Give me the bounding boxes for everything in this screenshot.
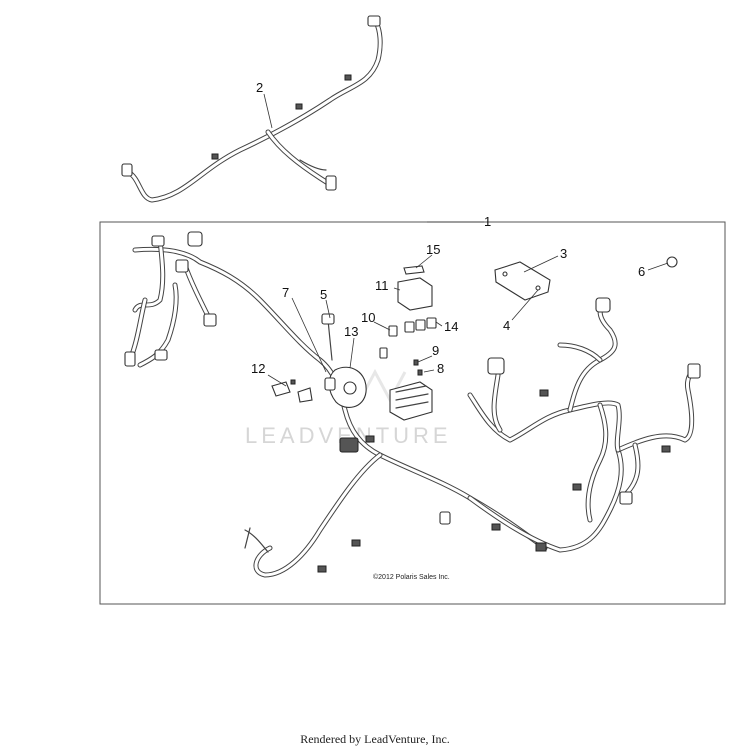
footer-credit: Rendered by LeadVenture, Inc. bbox=[300, 732, 450, 746]
leader-6 bbox=[647, 262, 669, 271]
fuse-holder-part-14[interactable] bbox=[404, 317, 437, 333]
leader-10 bbox=[373, 321, 391, 331]
connector-part-13[interactable] bbox=[379, 347, 388, 359]
leader-2 bbox=[263, 93, 273, 129]
fuse-part-10[interactable] bbox=[388, 325, 398, 337]
clip-part-12[interactable] bbox=[271, 379, 313, 403]
leader-3 bbox=[523, 255, 559, 273]
grommet-part-6[interactable] bbox=[666, 256, 678, 268]
callout-6: 6 bbox=[638, 264, 645, 279]
callout-2: 2 bbox=[256, 80, 263, 95]
callout-15: 15 bbox=[426, 242, 440, 257]
bracket-part-3[interactable] bbox=[494, 261, 551, 301]
callout-4: 4 bbox=[503, 318, 510, 333]
harness-part-2[interactable] bbox=[121, 15, 383, 203]
leader-9 bbox=[417, 355, 433, 363]
leader-7 bbox=[291, 297, 327, 373]
fuse-box[interactable] bbox=[389, 381, 433, 421]
leader-14 bbox=[435, 321, 443, 327]
sensor-part-7[interactable] bbox=[324, 366, 367, 408]
connector-part-5[interactable] bbox=[321, 313, 335, 361]
callout-11: 11 bbox=[375, 278, 389, 293]
callout-9: 9 bbox=[432, 343, 439, 358]
callout-3: 3 bbox=[560, 246, 567, 261]
callout-13: 13 bbox=[344, 324, 358, 339]
label-part-15[interactable] bbox=[403, 265, 425, 275]
leader-8 bbox=[423, 369, 435, 373]
main-harness-frame bbox=[99, 221, 726, 605]
leader-11 bbox=[393, 287, 401, 291]
leader-13 bbox=[349, 337, 355, 369]
terminal-part-8[interactable] bbox=[417, 369, 423, 376]
leader-5 bbox=[325, 299, 331, 319]
callout-12: 12 bbox=[251, 361, 265, 376]
leader-12 bbox=[267, 374, 287, 387]
copyright-text: ©2012 Polaris Sales Inc. bbox=[373, 573, 450, 581]
callout-1: 1 bbox=[484, 214, 491, 229]
callout-5: 5 bbox=[320, 287, 327, 302]
callout-8: 8 bbox=[437, 361, 444, 376]
callout-10: 10 bbox=[361, 310, 375, 325]
harness-part-1[interactable] bbox=[124, 231, 701, 578]
callout-14: 14 bbox=[444, 319, 458, 334]
terminal-part-9[interactable] bbox=[413, 359, 419, 366]
leader-4 bbox=[511, 289, 539, 321]
relay-part-11[interactable] bbox=[397, 277, 433, 311]
callout-7: 7 bbox=[282, 285, 289, 300]
leader-15 bbox=[415, 254, 433, 269]
